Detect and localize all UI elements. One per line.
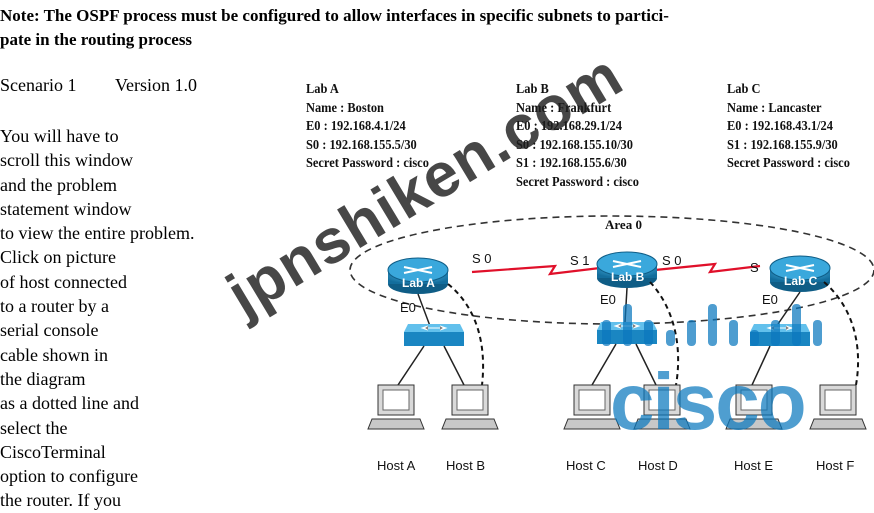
scenario-label: Scenario 1 [0, 75, 77, 95]
host-link [443, 345, 465, 386]
port-label: S 0 [472, 251, 492, 266]
host-link [751, 345, 771, 386]
serial-link-b-c [654, 262, 761, 274]
port-label: S 0 [662, 253, 682, 268]
lab-title: Lab C [727, 81, 761, 96]
router-label: Lab B [611, 270, 645, 284]
console-cable [649, 281, 680, 386]
ethernet-link [417, 293, 431, 327]
host-c[interactable] [563, 384, 621, 430]
host-label: Host F [816, 458, 854, 473]
lab-serial: S0 : 192.168.155.5/30 [306, 136, 417, 152]
lab-e0: E0 : 192.168.43.1/24 [727, 118, 833, 134]
lab-serial: S1 : 192.168.155.9/30 [727, 136, 838, 152]
host-e[interactable] [725, 384, 783, 430]
host-link [397, 345, 425, 386]
port-label: S [750, 260, 759, 275]
instruction-line: Click on picture [0, 247, 116, 268]
port-label: E0 [600, 292, 616, 307]
port-label: S 1 [570, 253, 590, 268]
lab-e0: E0 : 192.168.29.1/24 [516, 118, 622, 134]
cisco-logo-bars [602, 304, 822, 346]
problem-note: Note: The OSPF process must be configure… [0, 4, 874, 52]
instruction-line: to a router by a [0, 296, 109, 317]
lab-name: Name : Boston [306, 99, 384, 115]
host-label: Host A [377, 458, 416, 473]
note-line-1: Note: The OSPF process must be configure… [0, 6, 669, 25]
instruction-line: of host connected [0, 271, 127, 292]
host-label: Host E [734, 458, 773, 473]
instruction-line: option to configure [0, 466, 138, 487]
lab-password: Secret Password : cisco [516, 173, 639, 189]
lab-password: Secret Password : cisco [306, 155, 429, 171]
host-a[interactable] [367, 384, 425, 430]
router-label: Lab A [402, 276, 435, 290]
lab-c-info: Lab C Name : Lancaster E0 : 192.168.43.1… [727, 80, 850, 173]
instruction-line: the diagram [0, 368, 86, 389]
area-label: Area 0 [605, 217, 642, 232]
serial-link-a-b [471, 264, 601, 276]
console-cable [823, 281, 859, 386]
lab-a-info: Lab A Name : Boston E0 : 192.168.4.1/24 … [306, 80, 429, 173]
host-b[interactable] [441, 384, 499, 430]
lab-e0: E0 : 192.168.4.1/24 [306, 118, 406, 134]
router-label: Lab C [784, 274, 818, 288]
instruction-line: and the problem [0, 174, 117, 195]
port-label: E0 [762, 292, 778, 307]
host-label: Host D [638, 458, 678, 473]
instruction-line: scroll this window [0, 150, 133, 171]
host-f[interactable] [809, 384, 867, 430]
lab-name: Name : Lancaster [727, 99, 822, 115]
router-lab-a[interactable]: Lab A [387, 257, 449, 294]
host-label: Host C [566, 458, 606, 473]
instruction-line: as a dotted line and [0, 393, 139, 414]
console-cable [447, 283, 485, 386]
instruction-line: the router. If you [0, 490, 121, 511]
ethernet-link [777, 291, 801, 325]
version-label: Version 1.0 [114, 75, 197, 95]
host-link [591, 343, 617, 386]
instruction-line: CiscoTerminal [0, 441, 106, 462]
network-diagram: Area 0 S 0 S 1 S 0 S E0 E0 E0 Lab A Lab … [349, 215, 874, 473]
lab-serial-1: S1 : 192.168.155.6/30 [516, 155, 627, 171]
cisco-wordmark: cisco [610, 357, 807, 446]
switch-lab-a [404, 324, 464, 346]
router-lab-b[interactable]: Lab B [596, 251, 658, 288]
router-lab-c[interactable]: Lab C [769, 255, 831, 292]
instruction-line: serial console [0, 320, 99, 341]
note-line-2: pate in the routing process [0, 30, 193, 49]
instruction-line: You will have to [0, 126, 119, 146]
lab-title: Lab B [516, 81, 549, 96]
host-link [635, 343, 657, 386]
port-label: E0 [400, 300, 416, 315]
host-label: Host B [446, 458, 485, 473]
lab-b-info: Lab B Name : Frankfurt E0 : 192.168.29.1… [516, 80, 639, 192]
scenario-header: Scenario 1 Version 1.0 [0, 75, 197, 96]
lab-name: Name : Frankfurt [516, 99, 612, 115]
lab-password: Secret Password : cisco [727, 155, 850, 171]
instruction-line: cable shown in [0, 344, 108, 365]
lab-serial-0: S0 : 192.168.155.10/30 [516, 136, 633, 152]
instruction-line: statement window [0, 198, 132, 219]
lab-title: Lab A [306, 81, 339, 96]
host-d[interactable] [633, 384, 691, 430]
instructions-text: You will have to scroll this window and … [0, 124, 225, 513]
instruction-line: to view the entire problem. [0, 223, 195, 244]
instruction-line: select the [0, 417, 68, 438]
